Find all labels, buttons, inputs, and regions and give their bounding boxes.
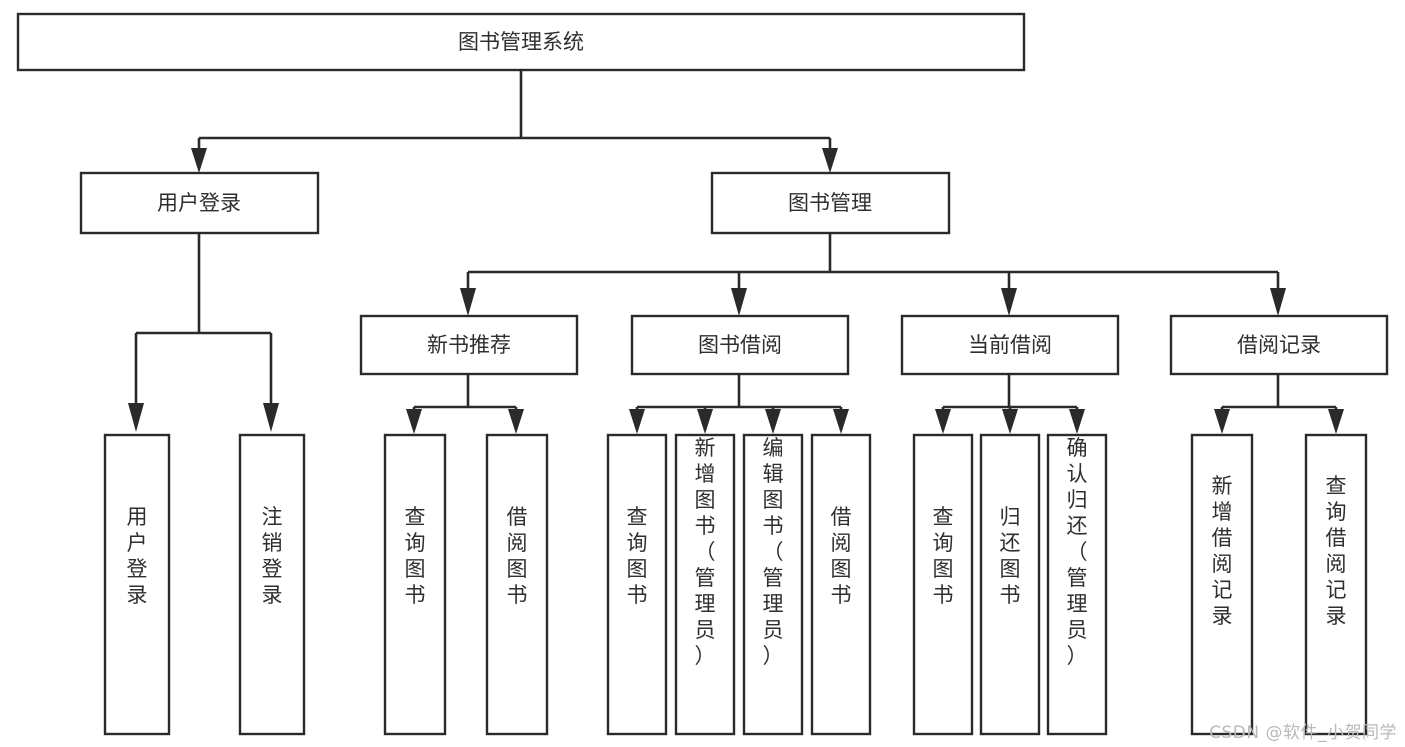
- borrow-record-label: 借阅记录: [1237, 333, 1321, 357]
- leaf-borrow-book-2-label: 借阅图书: [831, 505, 852, 607]
- leaf-query-book-1-box[interactable]: [383, 433, 447, 736]
- node-leaf-logout[interactable]: 注销登录: [238, 433, 306, 736]
- arrowhead-leaf-confirm-return: [1069, 409, 1085, 434]
- connector-layer: [128, 70, 1344, 434]
- new-book-rec-box[interactable]: [359, 314, 579, 376]
- leaf-query-record-box[interactable]: [1304, 433, 1368, 736]
- node-book-borrow[interactable]: 图书借阅: [630, 314, 850, 376]
- node-current-borrow[interactable]: 当前借阅: [900, 314, 1120, 376]
- arrowhead-leaf-user-login: [128, 403, 144, 432]
- leaf-user-login-label: 用户登录: [127, 505, 148, 607]
- node-leaf-user-login[interactable]: 用户登录: [103, 433, 171, 736]
- leaf-borrow-book-1-box[interactable]: [485, 433, 549, 736]
- arrowhead-leaf-query-book-3: [935, 409, 951, 434]
- arrowhead-leaf-borrow-book-1: [508, 409, 524, 434]
- leaf-confirm-return-label: 确认归还（管理员）: [1067, 436, 1088, 668]
- node-leaf-query-book-3[interactable]: 查询图书: [912, 433, 974, 736]
- leaf-query-book-1-label: 查询图书: [405, 505, 426, 607]
- current-borrow-box[interactable]: [900, 314, 1120, 376]
- node-leaf-edit-book[interactable]: 编辑图书（管理员）: [742, 433, 804, 736]
- user-login-label: 用户登录: [157, 191, 241, 215]
- leaf-add-book-box[interactable]: [674, 433, 736, 736]
- csdn-watermark: CSDN @软件_小贺同学: [1209, 723, 1397, 743]
- leaf-return-book-box[interactable]: [979, 433, 1041, 736]
- leaf-borrow-book-1-label: 借阅图书: [507, 505, 528, 607]
- leaf-query-book-2-box[interactable]: [606, 433, 668, 736]
- node-leaf-return-book[interactable]: 归还图书: [979, 433, 1041, 736]
- leaf-query-book-2-label: 查询图书: [627, 505, 648, 607]
- arrowhead-leaf-return-book: [1002, 409, 1018, 434]
- arrowhead-current-borrow: [1001, 288, 1017, 316]
- leaf-confirm-return-box[interactable]: [1046, 433, 1108, 736]
- node-book-manage[interactable]: 图书管理: [710, 171, 951, 235]
- leaf-query-record-label: 查询借阅记录: [1326, 474, 1347, 628]
- arrowhead-leaf-logout: [263, 403, 279, 432]
- leaf-logout-label: 注销登录: [262, 505, 283, 607]
- arrowhead-leaf-add-book: [697, 409, 713, 434]
- leaf-edit-book-box[interactable]: [742, 433, 804, 736]
- leaf-query-book-3-label: 查询图书: [933, 505, 954, 607]
- arrowhead-leaf-query-book-2: [629, 409, 645, 434]
- node-leaf-query-book-1[interactable]: 查询图书: [383, 433, 447, 736]
- leaf-logout-box[interactable]: [238, 433, 306, 736]
- root-box[interactable]: [16, 12, 1026, 72]
- book-manage-label: 图书管理: [788, 191, 872, 215]
- leaf-user-login-box[interactable]: [103, 433, 171, 736]
- leaf-add-record-label: 新增借阅记录: [1212, 474, 1233, 628]
- new-book-rec-label: 新书推荐: [427, 333, 511, 357]
- current-borrow-label: 当前借阅: [968, 333, 1052, 357]
- arrowhead-book-borrow: [731, 288, 747, 316]
- node-leaf-query-book-2[interactable]: 查询图书: [606, 433, 668, 736]
- arrowhead-new-book-rec: [460, 288, 476, 316]
- node-leaf-query-record[interactable]: 查询借阅记录: [1304, 433, 1368, 736]
- arrowhead-leaf-query-book-1: [406, 409, 422, 434]
- node-borrow-record[interactable]: 借阅记录: [1169, 314, 1389, 376]
- arrowhead-leaf-add-record: [1214, 409, 1230, 434]
- book-borrow-label: 图书借阅: [698, 333, 782, 357]
- arrowhead-leaf-query-record: [1328, 409, 1344, 434]
- arrowhead-user-login: [191, 148, 207, 173]
- user-login-box[interactable]: [79, 171, 320, 235]
- leaf-add-book-label: 新增图书（管理员）: [695, 436, 716, 668]
- leaf-return-book-label: 归还图书: [1000, 505, 1021, 607]
- leaf-query-book-3-box[interactable]: [912, 433, 974, 736]
- arrowhead-leaf-borrow-book-2: [833, 409, 849, 434]
- node-root[interactable]: 图书管理系统: [16, 12, 1026, 72]
- node-new-book-rec[interactable]: 新书推荐: [359, 314, 579, 376]
- node-leaf-borrow-book-2[interactable]: 借阅图书: [810, 433, 872, 736]
- book-manage-box[interactable]: [710, 171, 951, 235]
- book-borrow-box[interactable]: [630, 314, 850, 376]
- leaf-edit-book-label: 编辑图书（管理员）: [763, 436, 784, 668]
- borrow-record-box[interactable]: [1169, 314, 1389, 376]
- root-label: 图书管理系统: [458, 30, 584, 54]
- arrowhead-book-manage: [822, 148, 838, 173]
- node-user-login[interactable]: 用户登录: [79, 171, 320, 235]
- node-leaf-add-record[interactable]: 新增借阅记录: [1190, 433, 1254, 736]
- arrowhead-leaf-edit-book: [765, 409, 781, 434]
- leaf-borrow-book-2-box[interactable]: [810, 433, 872, 736]
- node-leaf-add-book[interactable]: 新增图书（管理员）: [674, 433, 736, 736]
- arrowhead-borrow-record: [1270, 288, 1286, 316]
- leaf-add-record-box[interactable]: [1190, 433, 1254, 736]
- node-leaf-confirm-return[interactable]: 确认归还（管理员）: [1046, 433, 1108, 736]
- node-leaf-borrow-book-1[interactable]: 借阅图书: [485, 433, 549, 736]
